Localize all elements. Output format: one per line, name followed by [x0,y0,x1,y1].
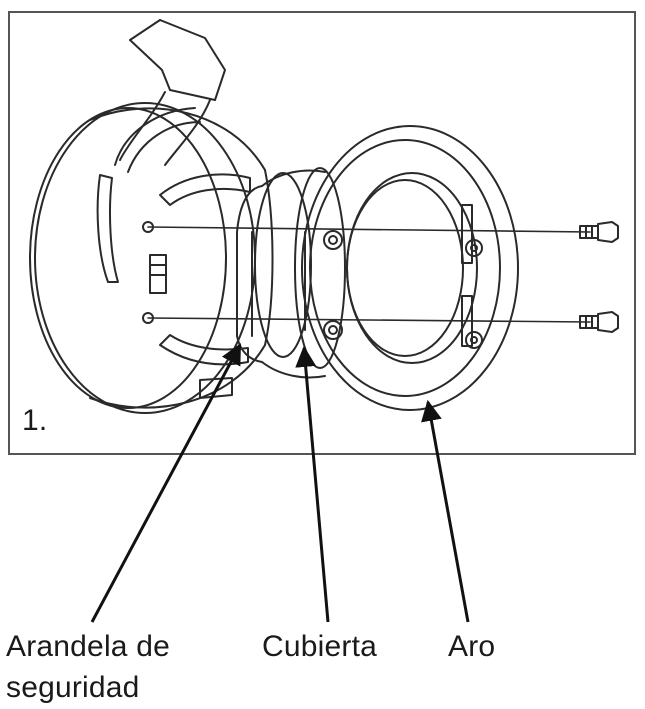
assembly-guide-lines [147,226,591,323]
callout-arrows [90,343,470,623]
arrow-cubierta [295,345,330,623]
step-number: 1. [22,404,48,437]
arrow-arandela [90,343,242,623]
screw-upper [579,221,619,243]
illustration-frame [8,11,636,455]
label-security-washer-line1: Arandela de [6,630,170,663]
screw-lower [579,311,619,333]
screws [579,221,619,333]
ring [301,125,519,411]
label-cover: Cubierta [262,630,377,663]
label-ring: Aro [448,630,496,663]
headband [119,19,226,166]
arrow-aro [421,399,470,623]
label-security-washer-line2: seguridad [6,671,140,704]
